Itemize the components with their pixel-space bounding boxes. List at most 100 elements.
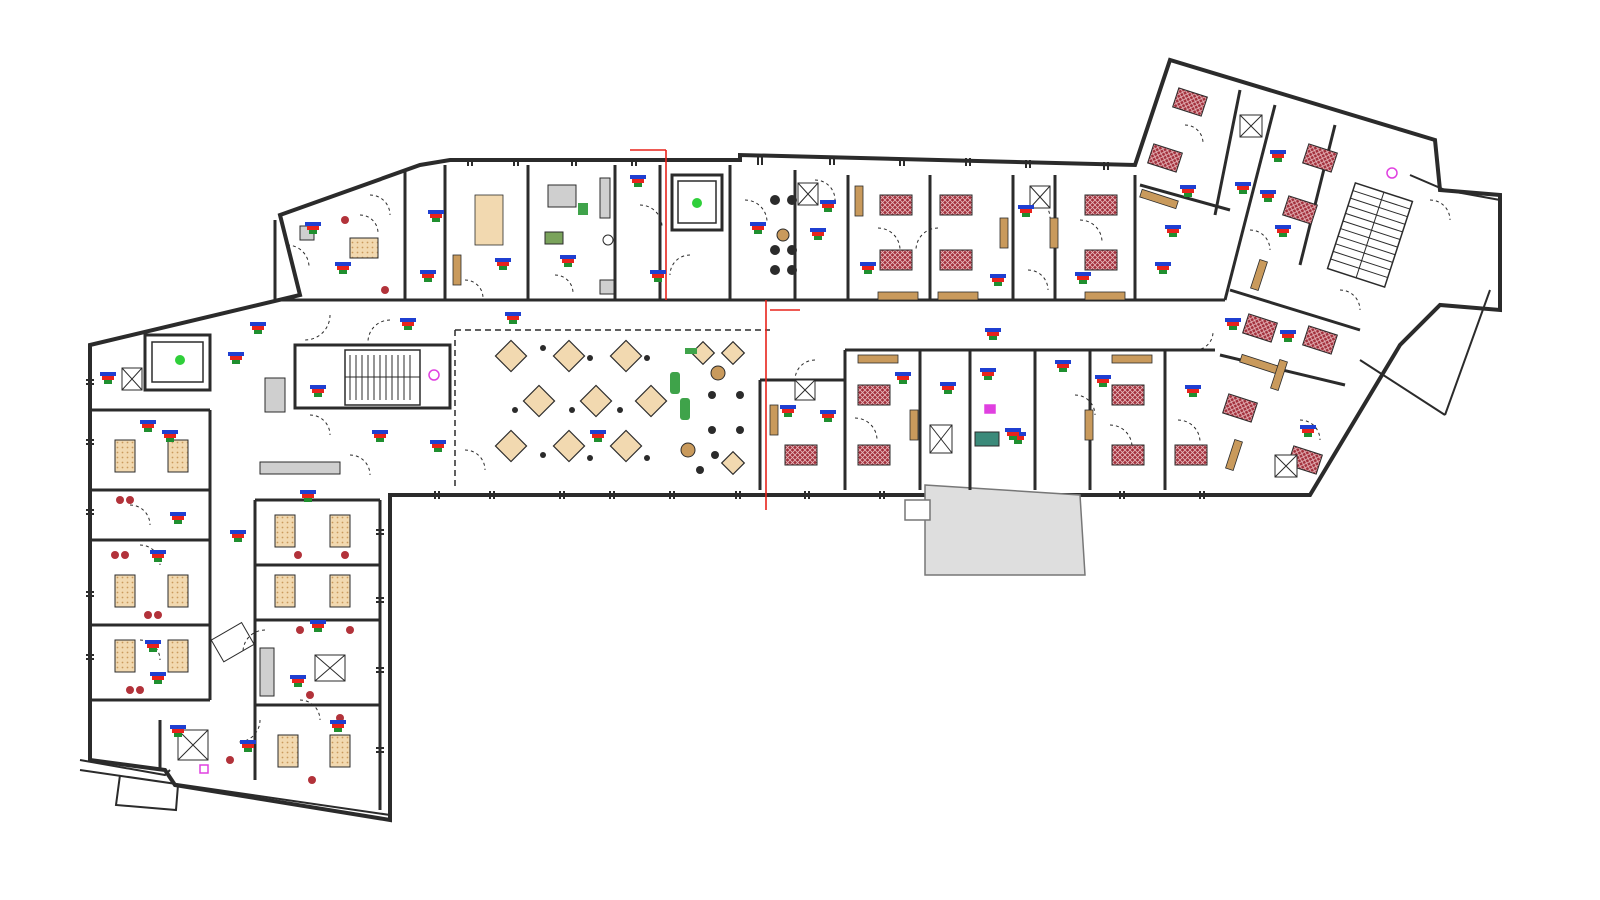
room-tag-icon	[150, 550, 166, 562]
bathroom-fixtures	[121, 114, 1298, 761]
bed-icon	[1111, 444, 1145, 466]
bed-icon	[1302, 143, 1338, 173]
room-tag-icon	[1225, 318, 1241, 330]
bed-icon	[1147, 143, 1183, 173]
room-tag-icon	[810, 228, 826, 240]
room-tag-icon	[230, 530, 246, 542]
room-tag-icon	[1018, 205, 1034, 217]
stair-core	[344, 349, 440, 406]
bed-icon	[329, 574, 351, 608]
room-tag-icon	[560, 255, 576, 267]
section-line	[630, 149, 800, 510]
bed-icon	[879, 249, 913, 271]
counters	[259, 177, 1000, 697]
room-tag-icon	[330, 720, 346, 732]
table-icon	[494, 429, 528, 463]
elevator-icon	[143, 173, 724, 392]
bed-icon	[167, 639, 189, 673]
room-tag-icon	[240, 740, 256, 752]
bed-icon	[939, 194, 973, 216]
table-icons	[494, 339, 746, 476]
room-tag-icon	[310, 385, 326, 397]
room-tag-icon	[1180, 185, 1196, 197]
table-icon	[522, 384, 556, 418]
room-tag-icon	[590, 430, 606, 442]
bed-icons	[114, 87, 1338, 768]
table-icon	[579, 384, 613, 418]
room-tag-icon	[428, 210, 444, 222]
table-icon	[690, 340, 716, 366]
room-tag-icon	[895, 372, 911, 384]
room-tag-icon	[228, 352, 244, 364]
bed-icon	[114, 574, 136, 608]
room-tag-icon	[300, 490, 316, 502]
bed-icon	[1084, 194, 1118, 216]
bed-icon	[277, 734, 299, 768]
bed-icon	[1222, 393, 1258, 423]
table-icon	[720, 450, 746, 476]
table-icon	[494, 339, 528, 373]
room-tag-icon	[305, 222, 321, 234]
furniture-wood	[452, 185, 1288, 472]
bed-icon	[857, 384, 891, 406]
room-tag-icon	[860, 262, 876, 274]
room-tag-icon	[1155, 262, 1171, 274]
room-tag-icon	[750, 222, 766, 234]
room-tag-icon	[400, 318, 416, 330]
room-tag-icon	[1185, 385, 1201, 397]
bed-icon	[1174, 444, 1208, 466]
west-terrace-edge	[79, 759, 391, 816]
room-tag-icon	[1275, 225, 1291, 237]
room-tag-icon	[1300, 425, 1316, 437]
room-tag-icon	[170, 725, 186, 737]
room-tag-icon	[420, 270, 436, 282]
room-tag-icon	[372, 430, 388, 442]
interior-walls	[90, 89, 1361, 810]
windows	[86, 157, 1205, 753]
bed-icon	[1242, 313, 1278, 343]
room-tag-icon	[495, 258, 511, 270]
room-tag-icon	[1005, 428, 1021, 440]
room-tag-icon	[150, 672, 166, 684]
room-tag-icon	[820, 200, 836, 212]
bed-icon	[857, 444, 891, 466]
table-icon	[552, 339, 586, 373]
bed-icon	[329, 734, 351, 768]
room-tag-icon	[1055, 360, 1071, 372]
table-icon	[609, 429, 643, 463]
bed-icon	[114, 439, 136, 473]
table-icon	[552, 429, 586, 463]
chair-icons	[512, 195, 797, 474]
room-tag-icon	[780, 405, 796, 417]
room-tag-icon	[310, 620, 326, 632]
bed-icon	[1302, 325, 1338, 355]
room-tag-icon	[1260, 190, 1276, 202]
bed-icon	[1111, 384, 1145, 406]
bed-icon	[939, 249, 973, 271]
round-tables	[602, 228, 790, 458]
east-balcony	[1359, 174, 1501, 416]
room-tag-icon	[430, 440, 446, 452]
bed-icon	[274, 514, 296, 548]
bed-icon	[167, 439, 189, 473]
bed-icon	[879, 194, 913, 216]
room-tag-icon	[820, 410, 836, 422]
stair-core-ne	[1326, 181, 1414, 289]
room-tag-icon	[1095, 375, 1111, 387]
room-tag-icon	[985, 328, 1001, 340]
room-tag-icon	[505, 312, 521, 324]
south-terrace	[904, 484, 1086, 576]
chair-icons-red	[111, 216, 389, 784]
room-tag-icon	[1280, 330, 1296, 342]
table-icon	[609, 339, 643, 373]
room-tag-icon	[1165, 225, 1181, 237]
room-tag-icon	[140, 420, 156, 432]
bed-icon	[784, 444, 818, 466]
room-tag-icons	[100, 150, 1316, 752]
bed-icon	[1084, 249, 1118, 271]
bed-icon	[1172, 87, 1208, 117]
room-tag-icon	[335, 262, 351, 274]
room-tag-icon	[145, 640, 161, 652]
room-tag-icon	[1075, 272, 1091, 284]
room-tag-icon	[170, 512, 186, 524]
